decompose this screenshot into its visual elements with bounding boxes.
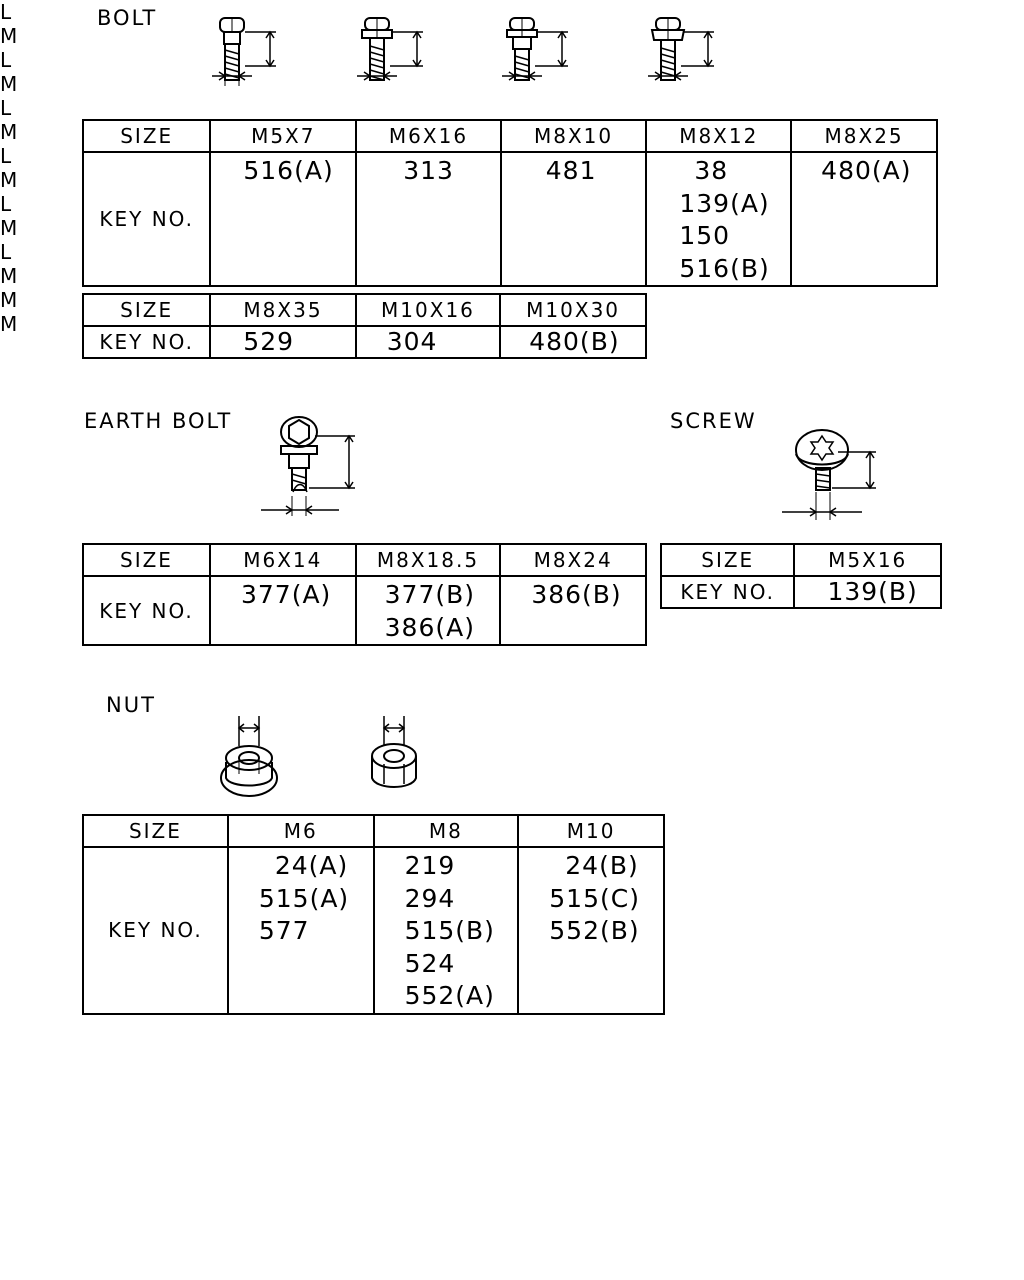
nut-1-diameter-label: M: [0, 288, 18, 312]
key-no-value: 38: [694, 156, 729, 185]
size-cell: M5X7: [209, 119, 358, 153]
key-no-value: 515(A): [258, 883, 350, 913]
key-no-cell: 480(A): [790, 151, 938, 287]
size-header: SIZE: [81, 119, 212, 153]
screw-drawing: [776, 422, 886, 522]
key-no-value: 139(B): [793, 575, 942, 609]
bolt-3-length-label: L: [0, 96, 12, 120]
key-no-cell: 481: [499, 151, 648, 287]
nut-drawing-flanged: [214, 712, 284, 802]
key-no-header: KEY NO.: [81, 325, 212, 359]
size-header: SIZE: [81, 293, 212, 327]
key-no-value: 386(A): [384, 612, 475, 642]
size-cell: M6X14: [208, 543, 357, 577]
earth-bolt-length-label: L: [0, 192, 12, 216]
key-no-cell: 219 294 515(B) 524 552(A): [372, 846, 520, 1015]
bolt-size-table-1: SIZE M5X7 M6X16 M8X10 M8X12 M8X25 KEY NO…: [81, 119, 938, 287]
key-no-value: 377(B): [384, 580, 476, 609]
size-cell: M8X12: [645, 119, 793, 153]
key-no-value: 481: [545, 156, 597, 185]
key-no-value: 24(A): [274, 851, 349, 880]
bolt-4-diameter-label: M: [0, 168, 18, 192]
key-no-cell: 38 139(A) 150 516(B): [645, 151, 793, 287]
key-no-cell: 377(B) 386(A): [354, 575, 502, 646]
key-no-value: 150: [679, 221, 731, 250]
key-no-value: 524: [404, 948, 456, 978]
key-no-value: 219: [404, 851, 456, 880]
key-no-header: KEY NO.: [82, 575, 211, 646]
earth-bolt-drawing: [255, 412, 365, 522]
key-no-value: 516(B): [679, 253, 770, 283]
screw-section-title: SCREW: [670, 409, 757, 433]
nut-2-diameter-label: M: [0, 312, 18, 336]
key-no-value: 552(A): [404, 981, 495, 1010]
size-cell: M10X16: [354, 293, 502, 327]
size-cell: M8: [372, 814, 520, 848]
key-no-cell: 24(A) 515(A) 577: [226, 846, 375, 1015]
key-no-cell: 377(A): [208, 575, 357, 646]
bolt-4-length-label: L: [0, 144, 12, 168]
size-cell: M8X35: [209, 293, 357, 327]
size-cell: M8X10: [499, 119, 648, 153]
size-cell: M6X16: [355, 119, 502, 153]
key-no-value: 529: [209, 325, 357, 359]
key-no-value: 24(B): [565, 851, 639, 880]
size-cell: M10: [517, 814, 665, 848]
earth-bolt-section-title: EARTH BOLT: [84, 409, 233, 433]
screw-size-table: SIZE M5X16 KEY NO. 139(B): [659, 543, 942, 609]
nut-size-table: SIZE M6 M8 M10 KEY NO. 24(A) 515(A) 577 …: [82, 814, 665, 1015]
size-cell: M8X24: [499, 543, 647, 577]
bolt-2-diameter-label: M: [0, 72, 18, 96]
key-no-value: 480(B): [499, 325, 647, 359]
key-no-header: KEY NO.: [81, 151, 212, 287]
key-no-header: KEY NO.: [82, 846, 229, 1015]
screw-diameter-label: M: [0, 264, 18, 288]
bolt-2-length-label: L: [0, 48, 12, 72]
bolt-drawing-2: [345, 14, 455, 114]
size-cell: M6: [226, 814, 375, 848]
size-cell: M10X30: [499, 293, 647, 327]
key-no-cell: 386(B): [499, 575, 647, 646]
earth-bolt-diameter-label: M: [0, 216, 18, 240]
bolt-3-diameter-label: M: [0, 120, 18, 144]
earth-bolt-size-table: SIZE M6X14 M8X18.5 M8X24 KEY NO. 377(A) …: [82, 543, 647, 646]
bolt-drawing-4: [636, 14, 746, 114]
nut-section-title: NUT: [106, 693, 156, 717]
key-no-value: 515(B): [404, 916, 495, 945]
key-no-value: 386(B): [531, 580, 622, 609]
key-no-value: 313: [403, 156, 454, 185]
key-no-value: 480(A): [821, 156, 912, 185]
key-no-value: 577: [258, 916, 310, 945]
size-header: SIZE: [659, 543, 796, 577]
key-no-value: 304: [354, 325, 502, 359]
size-cell: M5X16: [793, 543, 942, 577]
size-header: SIZE: [82, 814, 229, 848]
bolt-drawing-3: [490, 14, 600, 114]
bolt-section-title: BOLT: [97, 6, 158, 30]
key-no-cell: 516(A): [209, 151, 358, 287]
key-no-value: 139(A): [679, 188, 770, 218]
bolt-1-length-label: L: [0, 0, 12, 24]
key-no-value: 294: [404, 883, 456, 913]
key-no-cell: 313: [355, 151, 502, 287]
bolt-drawing-1: [200, 14, 310, 114]
screw-length-label: L: [0, 240, 12, 264]
bolt-size-table-2: SIZE M8X35 M10X16 M10X30 KEY NO. 529 304…: [81, 293, 647, 359]
key-no-value: 552(B): [549, 916, 640, 945]
size-header: SIZE: [82, 543, 211, 577]
nut-drawing-hex: [360, 712, 430, 802]
size-cell: M8X18.5: [354, 543, 502, 577]
key-no-header: KEY NO.: [659, 575, 796, 609]
size-cell: M8X25: [790, 119, 938, 153]
key-no-value: 377(A): [240, 580, 332, 609]
key-no-value: 515(C): [549, 883, 640, 913]
key-no-cell: 24(B) 515(C) 552(B): [517, 846, 665, 1015]
bolt-1-diameter-label: M: [0, 24, 18, 48]
key-no-value: 516(A): [243, 156, 334, 185]
